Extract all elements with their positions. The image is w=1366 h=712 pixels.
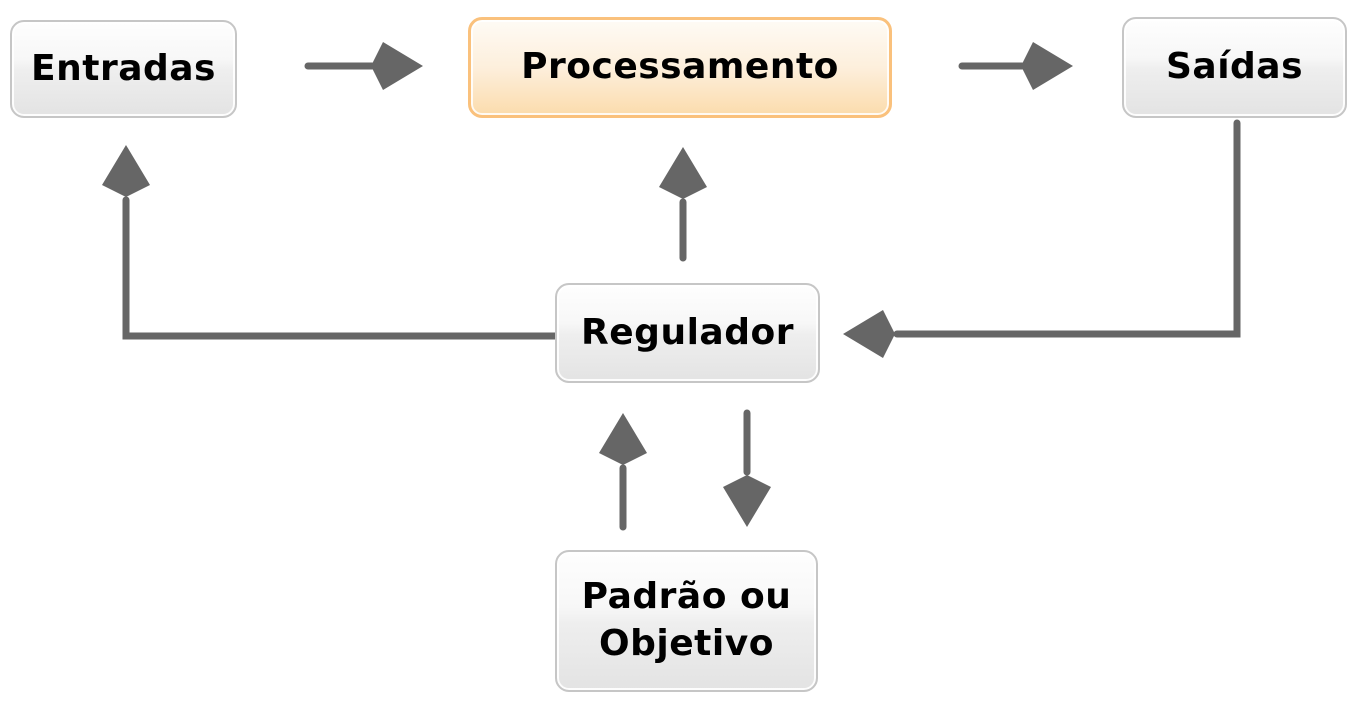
node-saidas-label: Saídas xyxy=(1165,46,1304,88)
node-regulador-label: Regulador xyxy=(581,311,794,353)
arrow-regulador-to-padrao-objetivo xyxy=(723,409,771,527)
node-regulador: Regulador xyxy=(555,283,820,383)
node-processamento-label: Processamento xyxy=(521,46,839,88)
node-padrao-objetivo-label: Padrão ou Objetivo xyxy=(581,576,792,664)
arrow-regulador-to-processamento xyxy=(659,147,707,262)
arrow-processamento-to-saidas xyxy=(958,42,1073,90)
node-entradas: Entradas xyxy=(10,20,237,118)
node-padrao-objetivo: Padrão ou Objetivo xyxy=(555,550,818,692)
arrow-regulador-to-entradas xyxy=(102,145,562,340)
node-saidas: Saídas xyxy=(1122,17,1347,118)
arrow-padrao-objetivo-to-regulador xyxy=(599,413,647,531)
arrow-entradas-to-processamento xyxy=(304,42,423,90)
node-processamento: Processamento xyxy=(468,17,892,118)
arrow-saidas-to-regulador xyxy=(843,119,1241,358)
node-entradas-label: Entradas xyxy=(31,47,216,89)
